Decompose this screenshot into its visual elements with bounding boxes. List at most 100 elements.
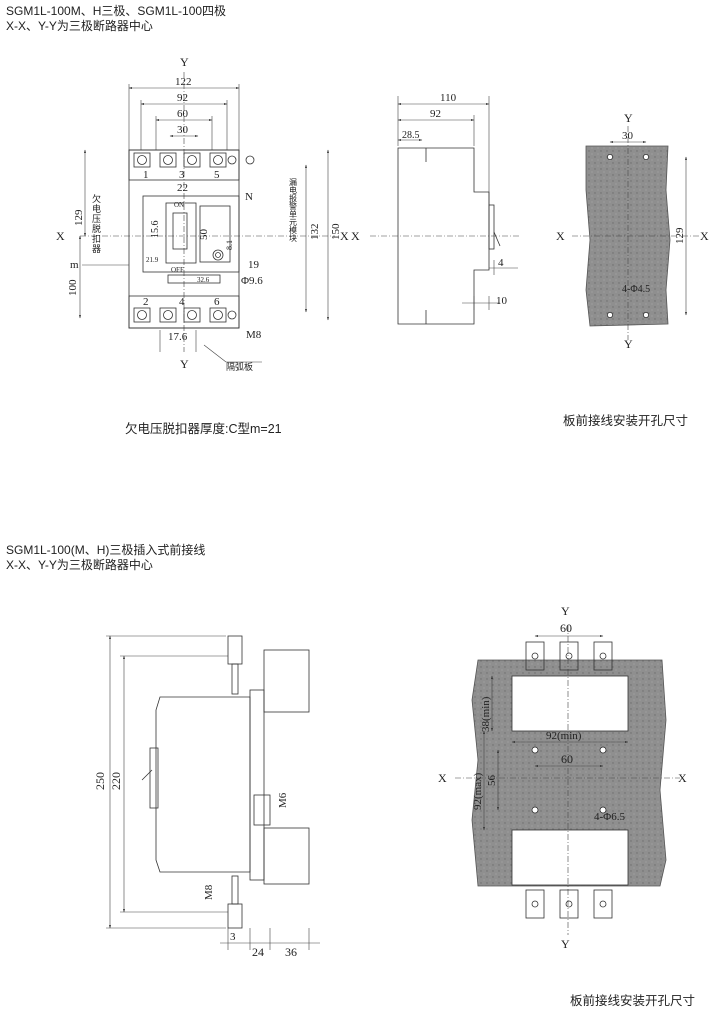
dim-50: 50 <box>198 229 210 241</box>
dim-220: 220 <box>109 772 123 790</box>
axis-y-label-bottom: Y <box>180 357 189 371</box>
mount-hole <box>643 312 649 318</box>
terminal-6: 6 <box>214 296 220 308</box>
m6-screw <box>253 794 271 826</box>
cutout2-axis-y-bottom: Y <box>561 937 570 951</box>
axis-x-label-left: X <box>56 229 65 243</box>
mount-hole-2 <box>599 806 607 814</box>
plugin-side-view: 250 220 M6 M8 3 24 36 <box>93 635 320 959</box>
terminal-5: 5 <box>214 169 220 181</box>
cutout2-axis-x-right: X <box>678 771 687 785</box>
cutout2-axis-x-left: X <box>438 771 447 785</box>
side-view: 110 92 28.5 X 4 10 <box>351 92 520 325</box>
on-label: ON <box>174 201 184 209</box>
dim-36: 36 <box>285 945 297 959</box>
cutout2-dim-56: 56 <box>486 775 498 787</box>
mount-hole-2 <box>599 746 607 754</box>
test-button[interactable] <box>212 249 224 261</box>
side-axis-x: X <box>351 229 360 243</box>
cutout-view-1: Y Y X X 30 129 4-Φ4.5 <box>556 111 709 351</box>
plug-in-base <box>249 689 265 881</box>
dim-132: 132 <box>309 224 321 241</box>
terminal-2: 2 <box>143 296 149 308</box>
cutout-view-2: Y Y X X 60 92(min) 60 4-Φ6.5 38(min) 56 … <box>438 604 687 951</box>
dim-10: 10 <box>496 295 508 307</box>
upper-opening <box>511 675 629 732</box>
cutout1-dim-129: 129 <box>674 227 686 244</box>
dim-19: 19 <box>248 259 260 271</box>
dim-92: 92 <box>177 92 188 104</box>
caption-undervoltage-thickness: 欠电压脱扣器厚度:C型m=21 <box>125 422 282 436</box>
handle-window <box>165 202 197 264</box>
section2-subtitle: X-X、Y-Y为三极断路器中心 <box>6 558 153 572</box>
arc-plate-label: 隔弧板 <box>226 361 253 372</box>
bottom-terminals <box>133 307 237 323</box>
section1-title: SGM1L-100M、H三极、SGM1L-100四极 <box>6 4 227 18</box>
dim-92-side: 92 <box>430 108 441 120</box>
operating-handle[interactable] <box>172 212 188 250</box>
bottom-terminal-strip <box>128 295 240 329</box>
caption-cutout-1: 板前接线安装开孔尺寸 <box>563 414 689 428</box>
cutout2-dim-60-top: 60 <box>560 621 572 635</box>
dim-24: 24 <box>252 945 264 959</box>
dim-m: m <box>70 259 79 271</box>
side-body-outline <box>397 147 490 325</box>
cutout1-holes: 4-Φ4.5 <box>622 284 650 295</box>
dim-28-5: 28.5 <box>402 130 420 141</box>
axis-x-label-right: X <box>340 229 349 243</box>
front-panel <box>142 195 240 273</box>
cutout2-dim-92max: 92(max) <box>472 772 484 810</box>
bottom-terminal-block <box>263 827 310 885</box>
n-pole-label: N <box>245 191 253 203</box>
section2-title: SGM1L-100(M、H)三极插入式前接线 <box>6 543 206 557</box>
dim-150: 150 <box>330 223 342 240</box>
section1-subtitle: X-X、Y-Y为三极断路器中心 <box>6 19 153 33</box>
dim-32-6: 32.6 <box>197 276 210 284</box>
breaker-body-side <box>155 696 251 873</box>
cutout2-dim-92min: 92(min) <box>546 730 582 742</box>
dim-8-1: 8.1 <box>225 240 234 250</box>
cutout1-axis-x-left: X <box>556 229 565 243</box>
cutout2-dim-38: 38(min) <box>480 696 492 732</box>
dim-129-left: 129 <box>73 209 85 226</box>
mount-hole <box>607 312 613 318</box>
dim-3: 3 <box>230 931 236 943</box>
dim-100: 100 <box>67 279 79 296</box>
top-terminal-block <box>263 649 310 713</box>
undervoltage-label: 欠电压脱扣器 <box>91 193 101 254</box>
dim-m6: M6 <box>277 792 289 808</box>
dim-30: 30 <box>177 124 189 136</box>
bottom-stud <box>227 903 243 929</box>
dim-4: 4 <box>498 257 504 269</box>
leakage-module-label: 漏电报警单元模块 <box>289 177 298 243</box>
mount-hole <box>643 154 649 160</box>
side-handle-2 <box>149 747 159 809</box>
terminal-3: 3 <box>179 169 185 181</box>
terminal-4: 4 <box>179 296 185 308</box>
mount-hole-2 <box>531 806 539 814</box>
front-view: Y Y X X 122 92 60 30 1 3 5 <box>56 55 349 372</box>
dim-110: 110 <box>440 92 457 104</box>
off-label: OFF <box>171 266 184 274</box>
dim-250: 250 <box>93 772 107 790</box>
top-stud <box>227 635 243 665</box>
cutout2-axis-y-top: Y <box>561 604 570 618</box>
dim-22: 22 <box>177 182 188 194</box>
terminal-lugs <box>525 641 613 919</box>
side-handle <box>488 204 495 250</box>
lower-opening <box>511 829 629 886</box>
leakage-module <box>199 205 231 263</box>
dim-122: 122 <box>175 76 192 88</box>
cutout1-axis-x-right: X <box>700 229 709 243</box>
mount-hole <box>607 154 613 160</box>
cutout1-axis-y-bottom: Y <box>624 337 633 351</box>
axis-y-label-top: Y <box>180 55 189 69</box>
dim-17-6: 17.6 <box>168 331 188 343</box>
dim-60: 60 <box>177 108 189 120</box>
dim-m8-2: M8 <box>203 884 215 900</box>
dim-21-9: 21.9 <box>146 256 159 264</box>
caption-cutout-2: 板前接线安装开孔尺寸 <box>570 994 696 1008</box>
terminal-1: 1 <box>143 169 149 181</box>
dim-phi-9-6: Φ9.6 <box>241 275 263 287</box>
